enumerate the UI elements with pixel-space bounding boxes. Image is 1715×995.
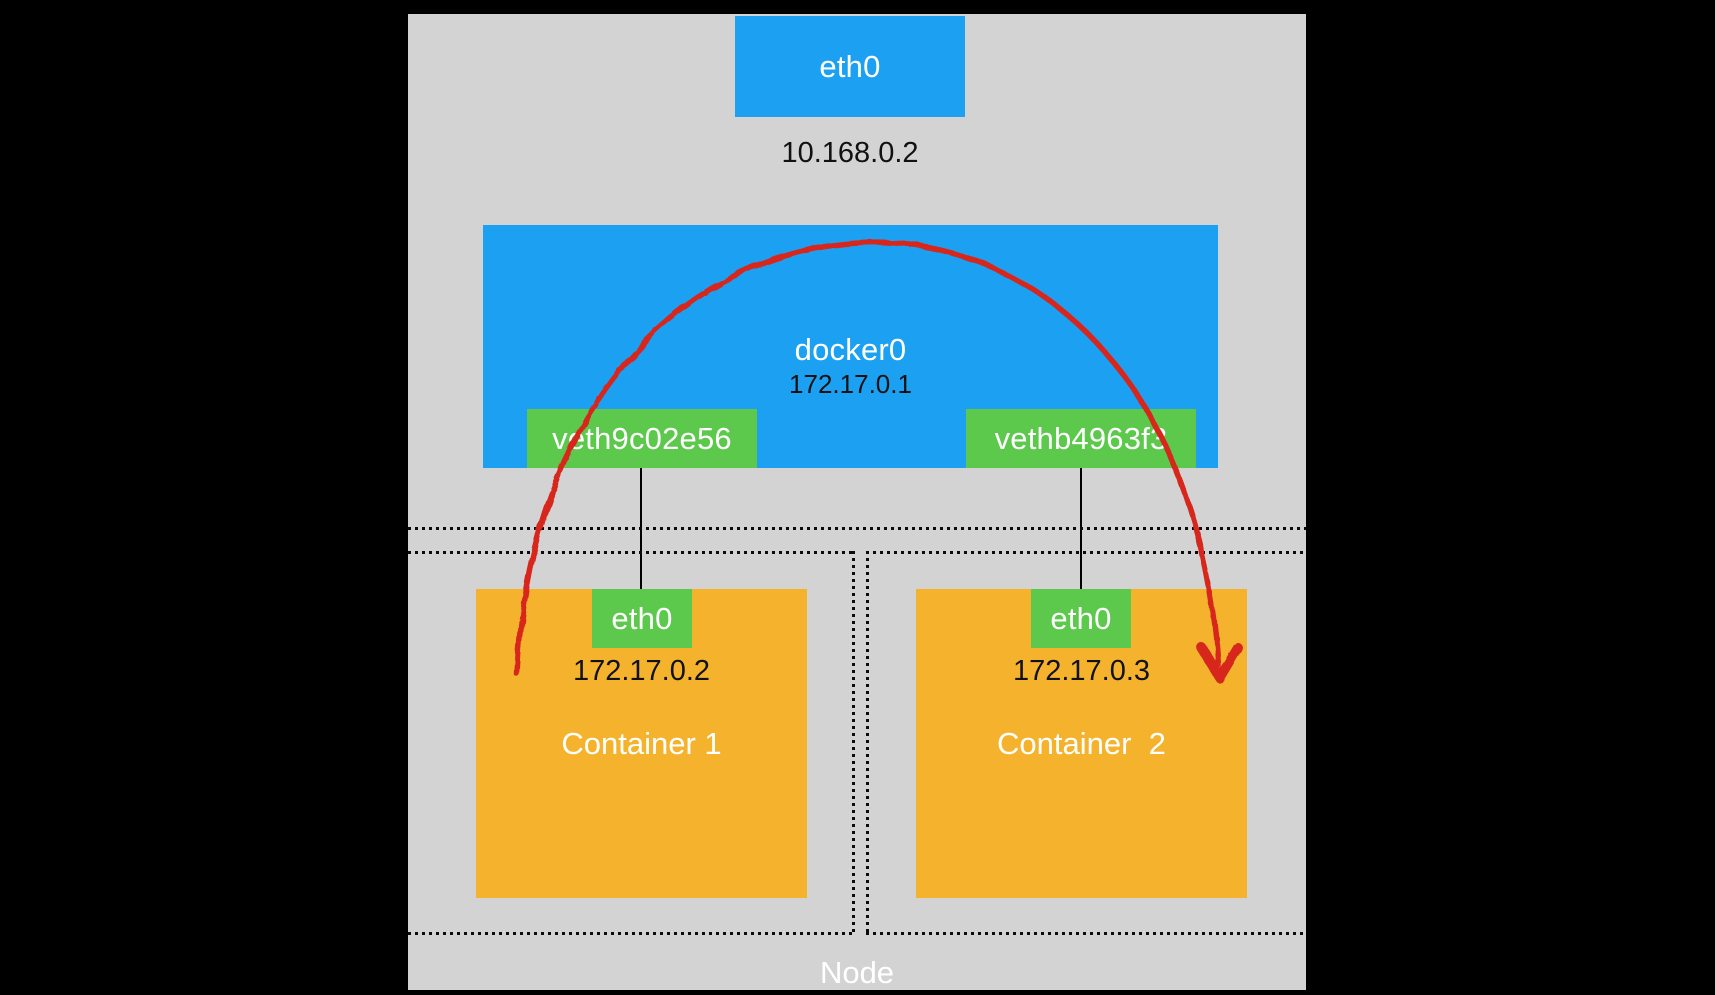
container2-namespace-border-left bbox=[866, 551, 869, 935]
container1-eth0-label: eth0 bbox=[611, 601, 673, 636]
container1-namespace-border-top bbox=[408, 551, 853, 554]
veth2-label: vethb4963f3 bbox=[994, 421, 1168, 456]
host-ip-label: 10.168.0.2 bbox=[781, 137, 919, 169]
host-eth0-label: eth0 bbox=[819, 49, 881, 84]
container2-namespace-border-bottom bbox=[866, 932, 1306, 935]
host-eth0-box: eth0 bbox=[735, 16, 965, 117]
veth2-box: vethb4963f3 bbox=[966, 409, 1196, 468]
container2-title: Container 2 bbox=[997, 726, 1166, 761]
container2-namespace-border-top bbox=[866, 551, 1306, 554]
veth1-box: veth9c02e56 bbox=[527, 409, 757, 468]
docker0-bridge-ip: 172.17.0.1 bbox=[789, 369, 912, 399]
root-namespace-divider bbox=[408, 527, 1306, 530]
container1-ip-label: 172.17.0.2 bbox=[572, 655, 711, 687]
container1-namespace-border-right bbox=[852, 551, 855, 935]
docker0-bridge-label: docker0 bbox=[794, 332, 907, 367]
container1-title: Container 1 bbox=[561, 726, 722, 761]
container2-eth0-label: eth0 bbox=[1050, 601, 1112, 636]
container2-ip-label: 172.17.0.3 bbox=[1012, 655, 1151, 687]
node-label: Node bbox=[819, 955, 895, 990]
container1-eth0-badge: eth0 bbox=[592, 589, 692, 648]
veth1-label: veth9c02e56 bbox=[552, 421, 732, 456]
container2-eth0-badge: eth0 bbox=[1031, 589, 1131, 648]
container1-namespace-border-bottom bbox=[408, 932, 855, 935]
